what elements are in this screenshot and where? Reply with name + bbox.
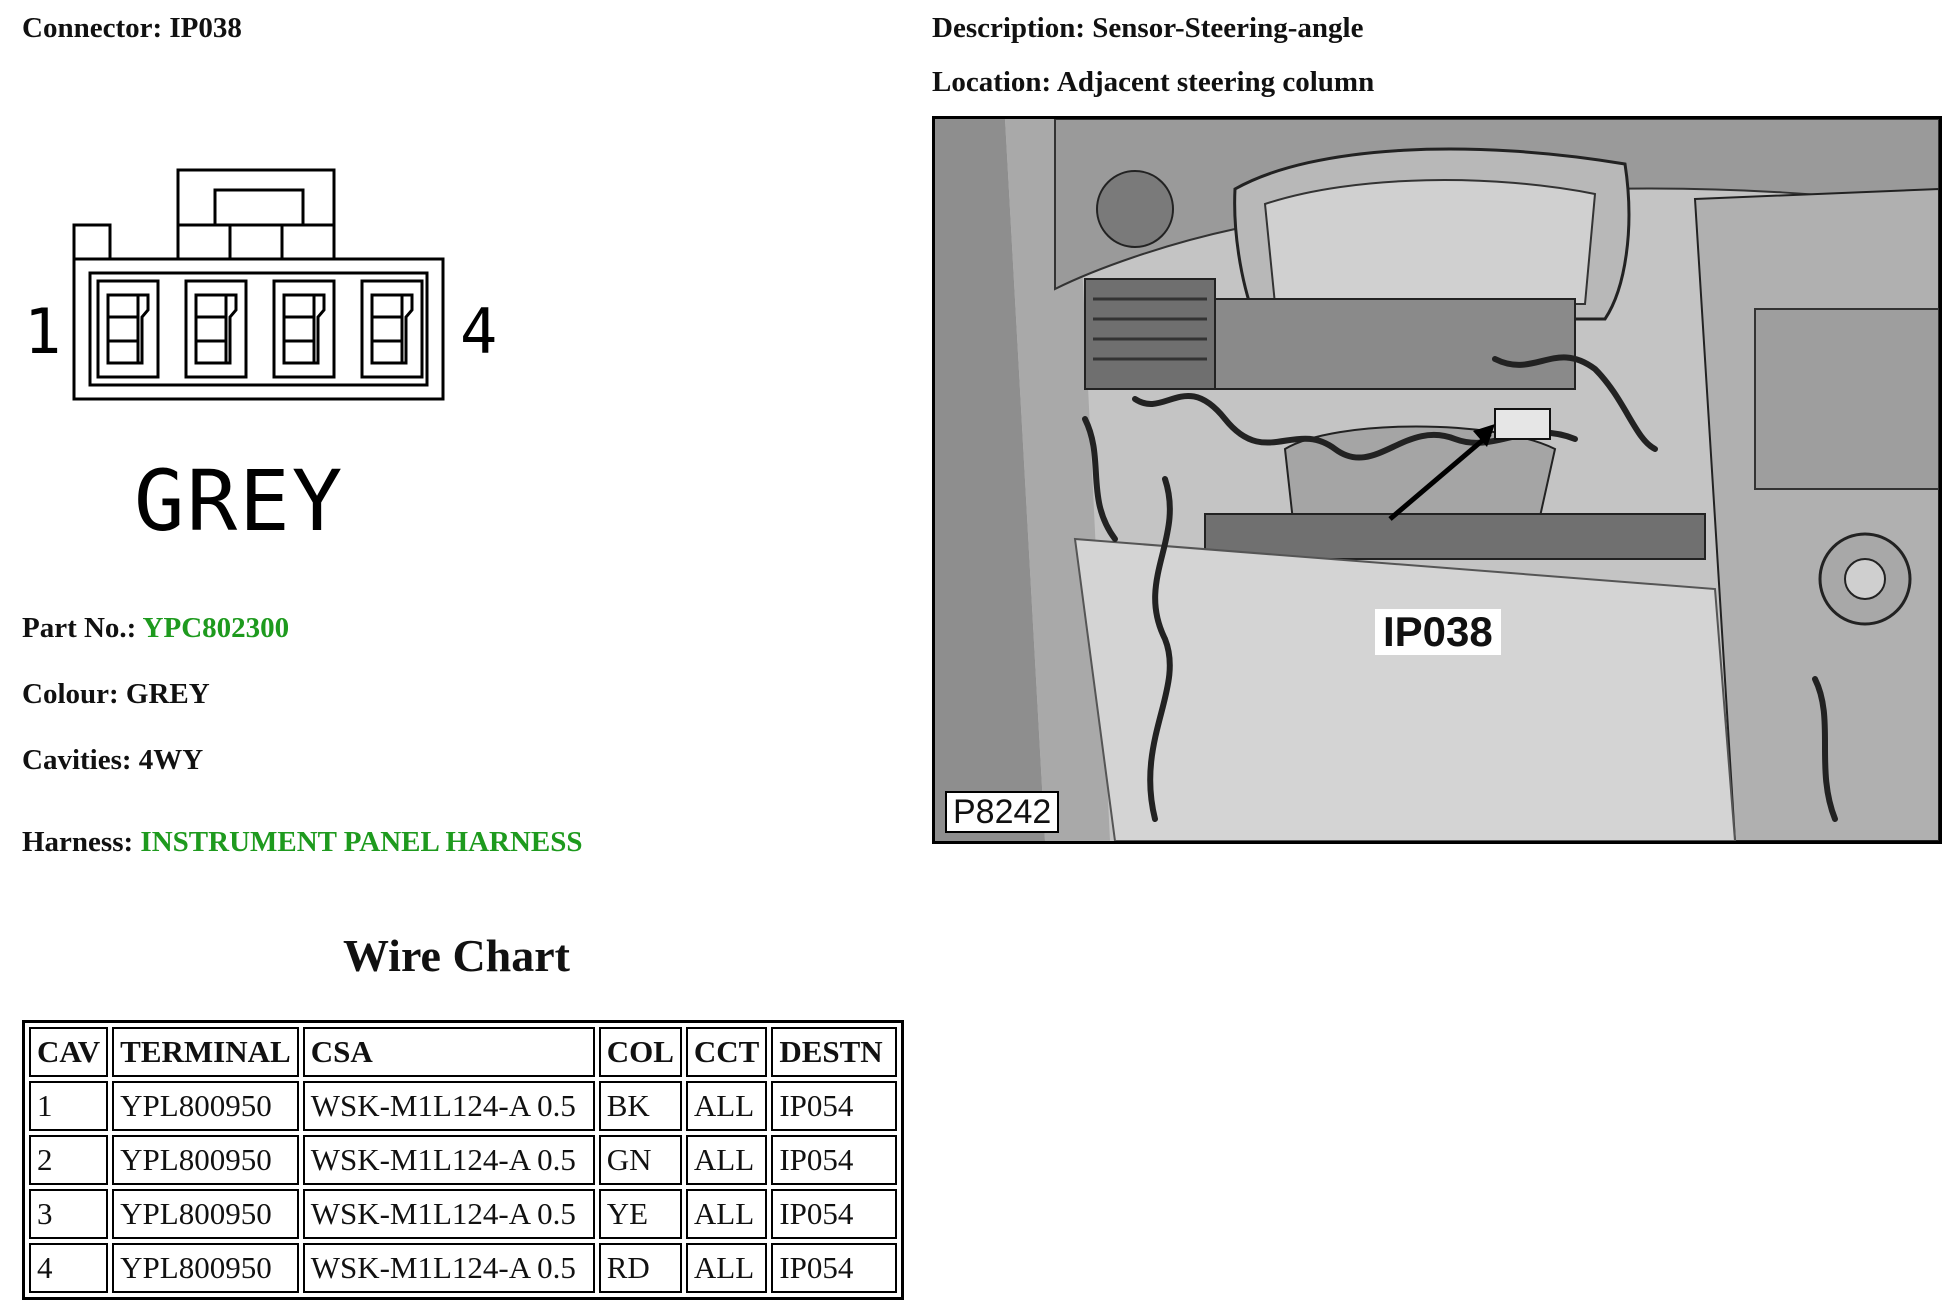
- cavity-4: [360, 279, 424, 379]
- cell-terminal: YPL800950: [112, 1243, 299, 1293]
- cavity-1: [96, 279, 160, 379]
- column-header-cav: CAV: [29, 1027, 109, 1077]
- description-field: Description: Sensor-Steering-angle: [932, 14, 1363, 43]
- location-photo: IP038 P8242: [932, 116, 1942, 844]
- part-no-link[interactable]: YPC802300: [142, 612, 290, 644]
- cell-col: RD: [598, 1243, 682, 1293]
- cavities-label: Cavities:: [22, 744, 132, 776]
- connector-body: [72, 257, 445, 401]
- table-header-row: CAV TERMINAL CSA COL CCT DESTN: [29, 1027, 898, 1077]
- connector-inner: [88, 271, 429, 387]
- cell-terminal: YPL800950: [112, 1135, 299, 1185]
- location-label: Location:: [932, 66, 1052, 98]
- column-header-csa: CSA: [302, 1027, 595, 1077]
- colour-field: Colour: GREY: [22, 680, 210, 709]
- wire-chart-title: Wire Chart: [343, 930, 570, 981]
- cavities-field: Cavities: 4WY: [22, 746, 203, 775]
- cell-destn: IP054: [771, 1243, 898, 1293]
- connector-value: IP038: [169, 12, 242, 44]
- column-header-col: COL: [598, 1027, 682, 1077]
- cell-terminal: YPL800950: [112, 1189, 299, 1239]
- harness-link[interactable]: INSTRUMENT PANEL HARNESS: [140, 826, 583, 858]
- table-row: 3 YPL800950 WSK-M1L124-A 0.5 YE ALL IP05…: [29, 1189, 898, 1239]
- photo-id-label: P8242: [945, 791, 1060, 833]
- cell-cct: ALL: [685, 1081, 768, 1131]
- cavity-3: [272, 279, 336, 379]
- connector-field: Connector: IP038: [22, 14, 242, 43]
- ip038-connector-shape: [1494, 408, 1551, 440]
- dashboard-illustration: [935, 119, 1939, 841]
- cell-destn: IP054: [771, 1189, 898, 1239]
- colour-value: GREY: [125, 678, 210, 710]
- cell-csa: WSK-M1L124-A 0.5: [302, 1243, 595, 1293]
- harness-label: Harness:: [22, 826, 134, 858]
- photo-callout-label: IP038: [1375, 609, 1501, 655]
- harness-field: Harness: INSTRUMENT PANEL HARNESS: [22, 828, 583, 857]
- cell-cav: 3: [29, 1189, 109, 1239]
- diagram-colour-label: GREY: [134, 452, 344, 545]
- cell-cct: ALL: [685, 1135, 768, 1185]
- latch-outer: [176, 168, 336, 227]
- cell-csa: WSK-M1L124-A 0.5: [302, 1135, 595, 1185]
- location-value: Adjacent steering column: [1056, 66, 1375, 98]
- cavities-value: 4WY: [138, 744, 204, 776]
- column-header-cct: CCT: [685, 1027, 768, 1077]
- connector-face-diagram: 1 4 GREY: [24, 168, 497, 545]
- column-header-terminal: TERMINAL: [112, 1027, 299, 1077]
- part-no-field: Part No.: YPC802300: [22, 614, 289, 643]
- description-label: Description:: [932, 12, 1086, 44]
- cell-cav: 4: [29, 1243, 109, 1293]
- wire-chart-table: CAV TERMINAL CSA COL CCT DESTN 1 YPL8009…: [22, 1020, 905, 1300]
- table-row: 4 YPL800950 WSK-M1L124-A 0.5 RD ALL IP05…: [29, 1243, 898, 1293]
- latch-base: [176, 223, 336, 261]
- key-tab: [72, 223, 112, 261]
- cavity-2: [184, 279, 248, 379]
- cell-csa: WSK-M1L124-A 0.5: [302, 1189, 595, 1239]
- column-header-destn: DESTN: [771, 1027, 898, 1077]
- table-row: 2 YPL800950 WSK-M1L124-A 0.5 GN ALL IP05…: [29, 1135, 898, 1185]
- pin-number-last: 4: [460, 295, 497, 368]
- cell-col: YE: [598, 1189, 682, 1239]
- table-row: 1 YPL800950 WSK-M1L124-A 0.5 BK ALL IP05…: [29, 1081, 898, 1131]
- cell-terminal: YPL800950: [112, 1081, 299, 1131]
- cell-cav: 2: [29, 1135, 109, 1185]
- cell-cct: ALL: [685, 1243, 768, 1293]
- description-value: Sensor-Steering-angle: [1092, 12, 1364, 44]
- colour-label: Colour:: [22, 678, 119, 710]
- cell-destn: IP054: [771, 1081, 898, 1131]
- pin-number-first: 1: [24, 295, 61, 368]
- latch-inner: [213, 188, 305, 227]
- cell-csa: WSK-M1L124-A 0.5: [302, 1081, 595, 1131]
- cell-col: BK: [598, 1081, 682, 1131]
- connector-label: Connector:: [22, 12, 163, 44]
- cell-cav: 1: [29, 1081, 109, 1131]
- cell-destn: IP054: [771, 1135, 898, 1185]
- location-field: Location: Adjacent steering column: [932, 68, 1374, 97]
- cell-cct: ALL: [685, 1189, 768, 1239]
- cell-col: GN: [598, 1135, 682, 1185]
- part-no-label: Part No.:: [22, 612, 137, 644]
